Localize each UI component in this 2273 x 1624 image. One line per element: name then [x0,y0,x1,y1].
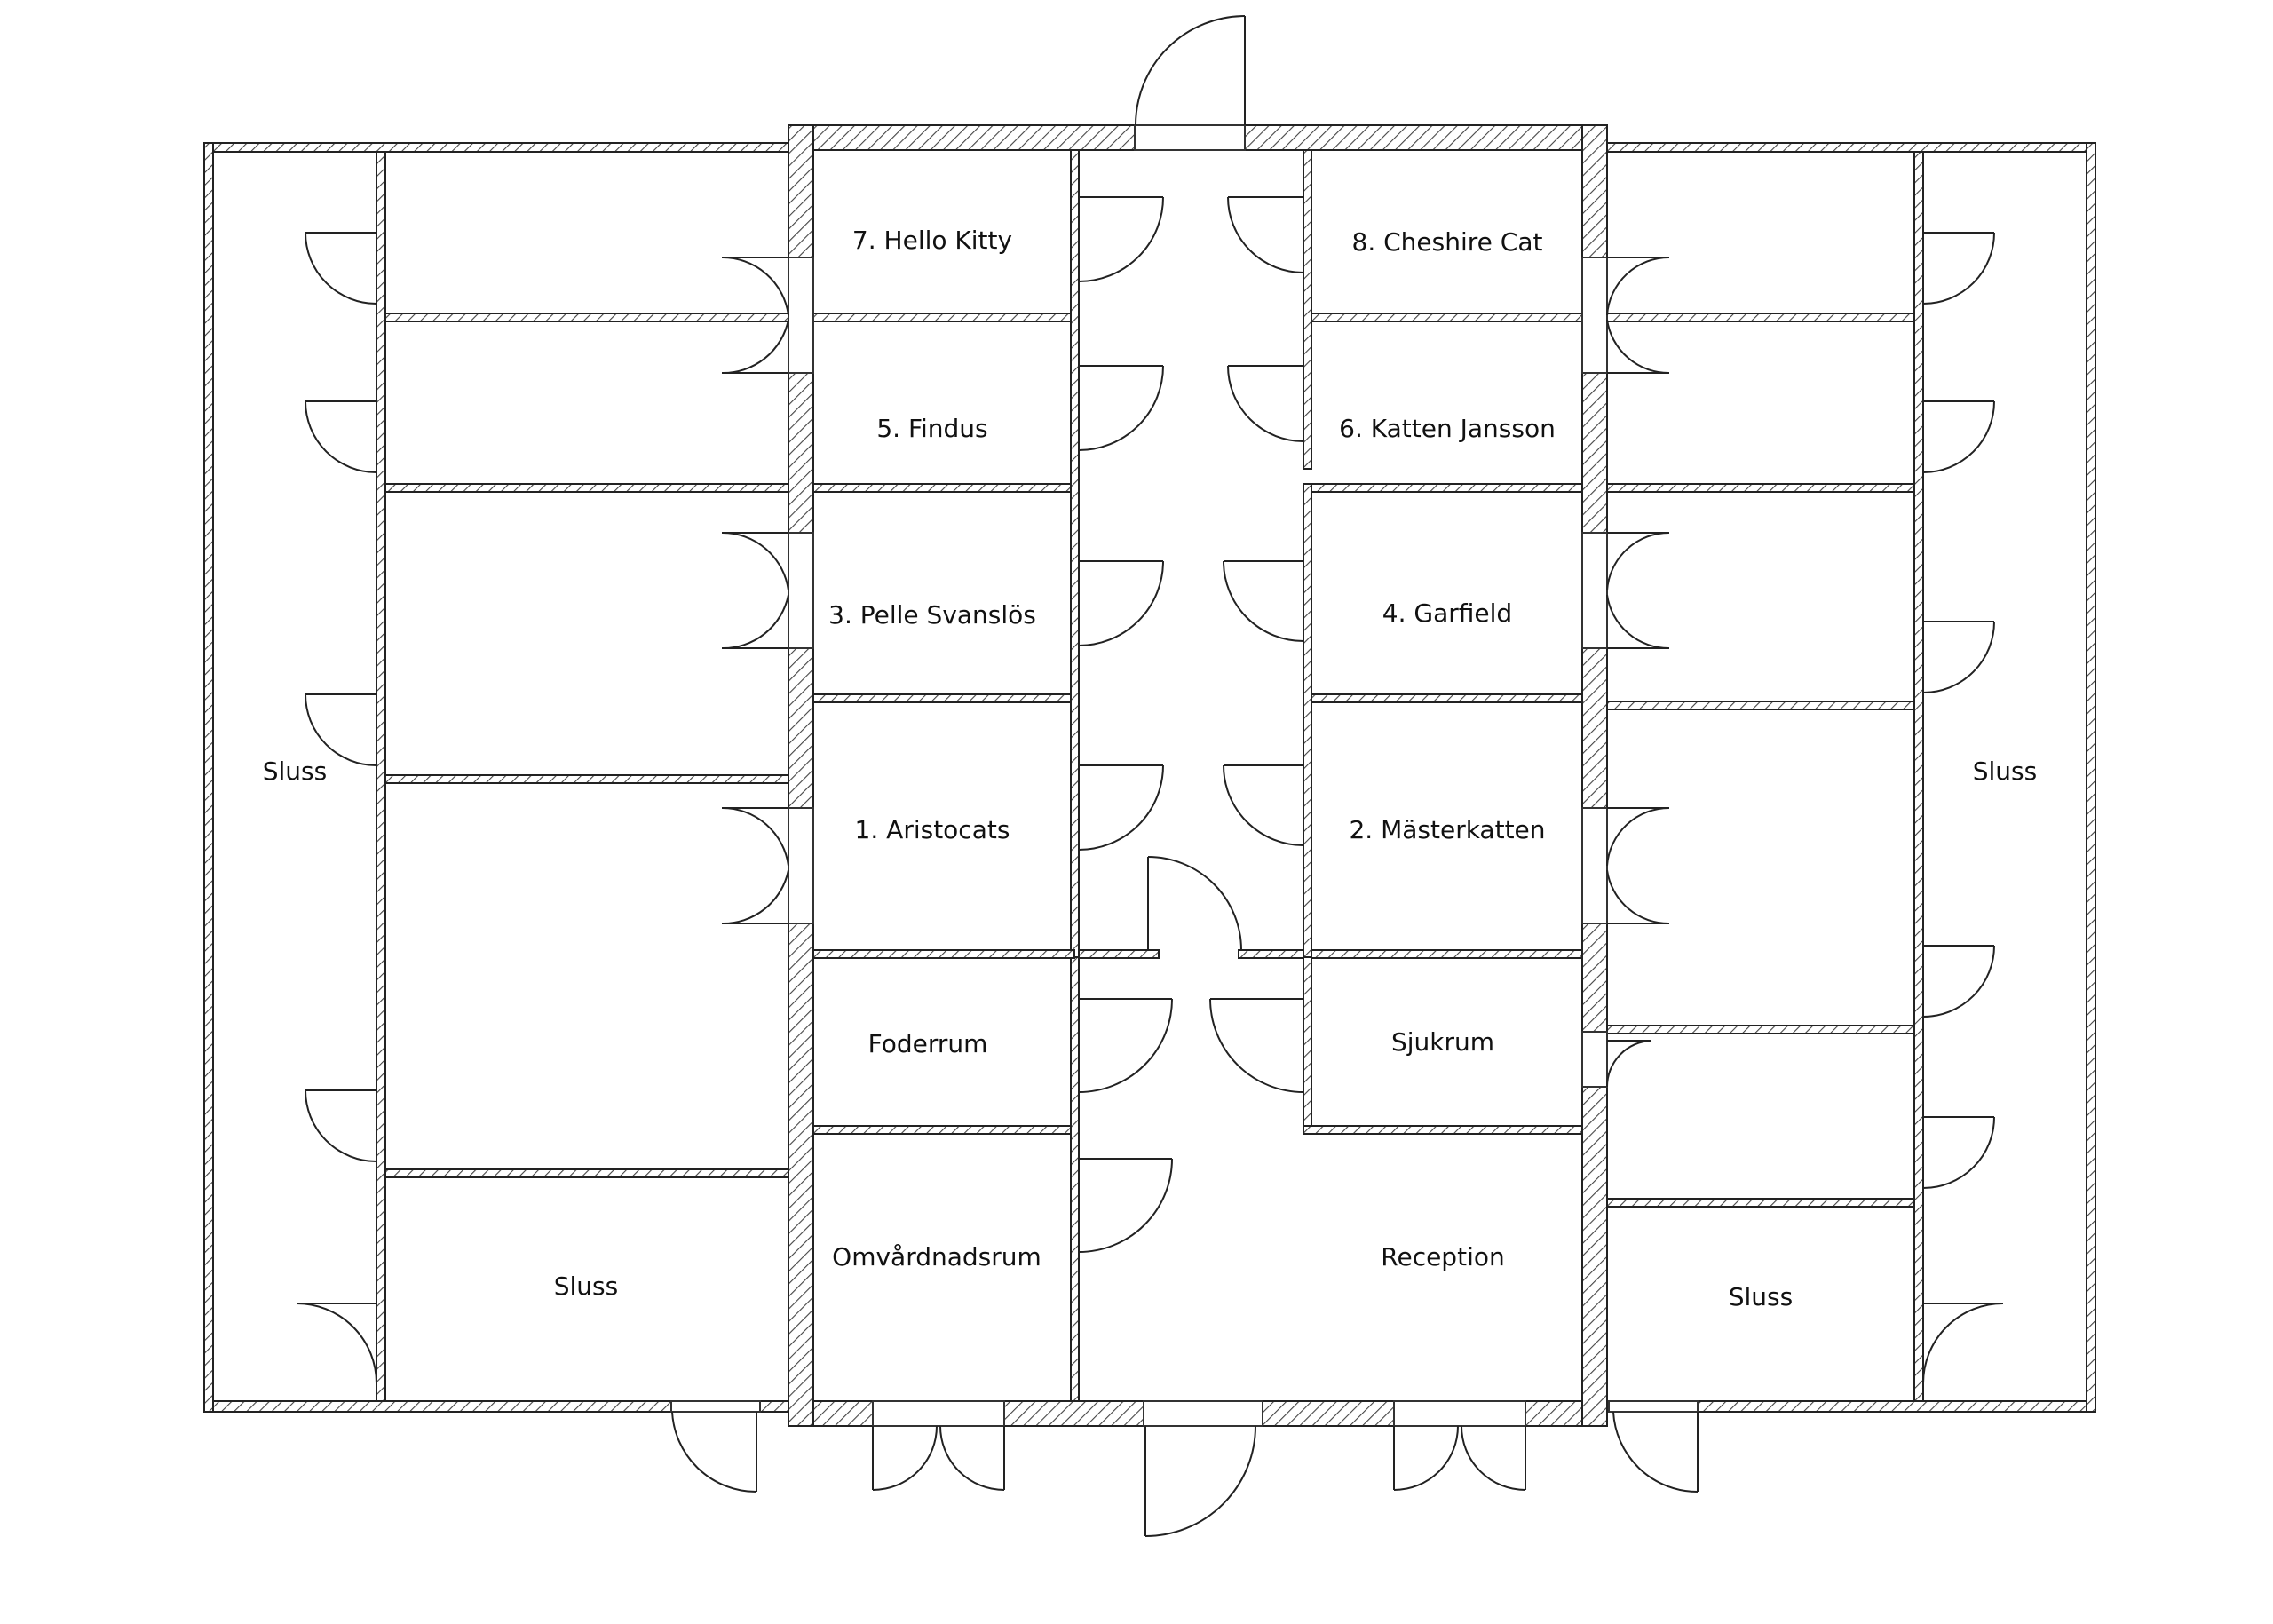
left-sluss-partition [376,151,386,1402]
sluss-bottom-right-label: Sluss [1729,1282,1793,1311]
left-wing-wall-top [203,142,789,153]
walls [203,124,2096,1427]
room-7-label: 7. Hello Kitty [852,226,1012,255]
room-labels: 7. Hello Kitty 8. Cheshire Cat 5. Findus… [263,226,2037,1311]
omvardnadsrum-label: Omvårdnadsrum [832,1242,1041,1271]
left-wing-wall-left [203,142,214,1413]
foderrum-label: Foderrum [868,1029,988,1058]
right-wing-wall-top [1606,142,2096,153]
room-6-label: 6. Katten Jansson [1339,414,1556,443]
sluss-bottom-left-label: Sluss [554,1271,618,1301]
room-1-label: 1. Aristocats [855,815,1010,844]
door-swings [296,15,2004,1537]
room-4-label: 4. Garfield [1382,598,1512,628]
right-sluss-partition [1913,151,1924,1402]
sluss-left-label: Sluss [263,757,327,786]
door-openings [670,124,1699,1427]
sluss-right-label: Sluss [1973,757,2037,786]
right-wing-wall-right [2086,142,2096,1413]
room-3-label: 3. Pelle Svanslös [828,600,1036,630]
sjukrum-label: Sjukrum [1391,1027,1494,1057]
room-8-label: 8. Cheshire Cat [1352,227,1543,257]
room-2-label: 2. Mästerkatten [1349,815,1545,844]
reception-label: Reception [1381,1242,1504,1271]
room-5-label: 5. Findus [876,414,987,443]
